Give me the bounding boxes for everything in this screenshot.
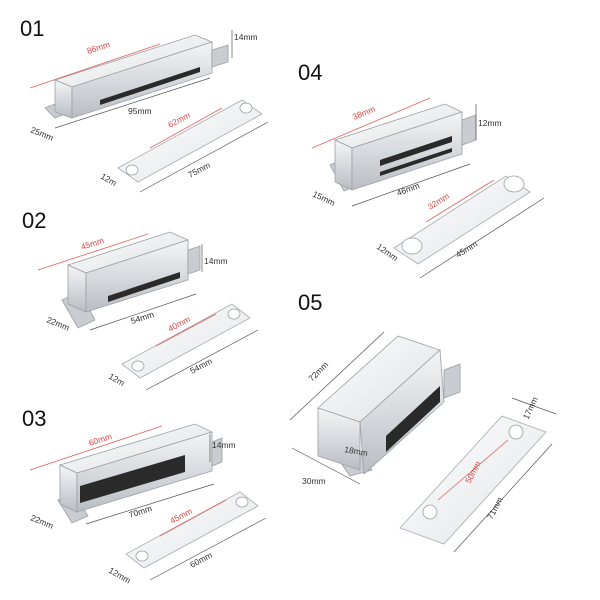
item-label: 01 <box>20 16 44 41</box>
latch-width-label: 25mm <box>29 125 55 143</box>
latch-length-label: 86mm <box>86 39 112 56</box>
plate-length-label: 45mm <box>454 239 479 260</box>
latch-body <box>57 423 223 524</box>
latch-height-label: 14mm <box>204 256 228 266</box>
strike-plate <box>399 415 547 545</box>
plate-width-label: 12m <box>99 171 118 188</box>
strike-plate <box>393 175 531 265</box>
latch-total-length-label: 95mm <box>128 106 152 116</box>
latch-length-label: 60mm <box>88 431 114 448</box>
latch-width-label: 30mm <box>302 476 326 486</box>
strike-plate <box>117 99 263 183</box>
item-02: 02 45mm 14mm 54mm 22mm 40mm 54mm 12m <box>22 208 259 391</box>
latch-height-label: 12mm <box>478 118 502 128</box>
plate-width-label: 17mm <box>521 395 540 421</box>
latch-body <box>329 103 477 192</box>
item-label: 02 <box>22 208 46 233</box>
latch-height-label: 18mm <box>344 444 369 458</box>
latch-height-label: 14mm <box>212 440 236 450</box>
plate-width-label: 12m <box>107 371 126 388</box>
item-04: 04 38mm 12mm 46mm 15mm 32mm 45mm 12mm <box>298 60 545 279</box>
latch-total-length-label: 46mm <box>395 180 421 197</box>
plate-length-label: 75mm <box>186 160 212 180</box>
latch-body <box>317 335 461 477</box>
latch-height-label: 14mm <box>234 32 258 42</box>
item-label: 05 <box>298 290 322 315</box>
strike-plate <box>125 491 259 569</box>
latch-body <box>44 34 229 119</box>
latch-width-label: 15mm <box>311 189 337 208</box>
item-05: 05 72mm 18mm 30mm 50mm 71mm 17mm <box>289 290 557 553</box>
strike-plate <box>121 303 251 379</box>
latch-total-length-label: 54mm <box>130 309 156 326</box>
item-01: 01 86mm 14mm 95mm 25mm 62mm 75mm 12m <box>20 16 269 193</box>
latch-width-label: 22mm <box>45 315 71 333</box>
plate-width-label: 12mm <box>107 565 132 585</box>
latch-length-label: 38mm <box>351 104 377 122</box>
item-03: 03 60mm 14mm 70mm 22mm 45mm 60mm 12mm <box>22 406 267 586</box>
plate-length-label: 54mm <box>188 356 214 376</box>
item-label: 04 <box>298 60 322 85</box>
item-label: 03 <box>22 406 46 431</box>
latch-body <box>61 231 201 329</box>
plate-length-label: 71mm <box>485 495 505 521</box>
latch-total-length-label: 70mm <box>128 503 154 520</box>
latch-width-label: 22mm <box>29 513 55 531</box>
plate-width-label: 12mm <box>375 241 400 263</box>
latch-length-label: 72mm <box>306 360 330 384</box>
